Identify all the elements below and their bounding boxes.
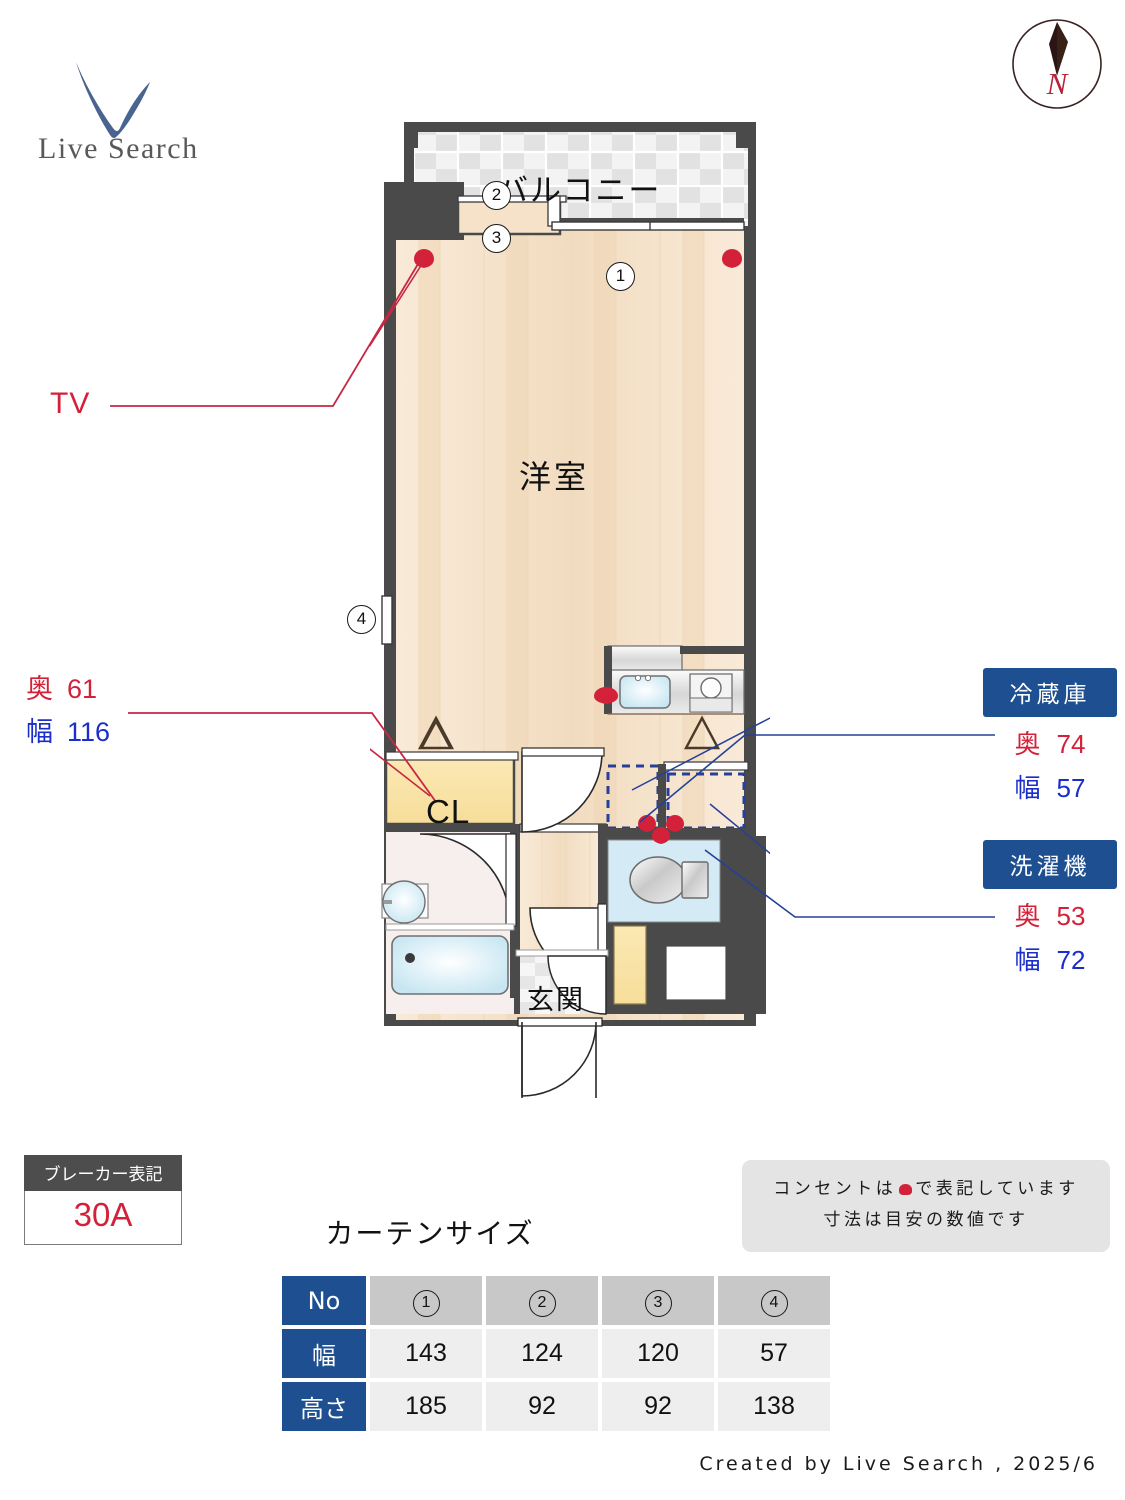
compass-north-label: N [1046, 66, 1068, 101]
tv-outlet-callout: TV [50, 387, 91, 420]
washing-machine-depth-value: 53 [1056, 901, 1086, 931]
window-marker-3: 3 [482, 224, 511, 253]
breaker-title: ブレーカー表記 [24, 1155, 182, 1191]
washing-machine-depth-row: 奥 53 [983, 896, 1117, 933]
curtain-height-1: 185 [370, 1382, 482, 1431]
curtain-height-3: 92 [602, 1382, 714, 1431]
closet-depth-label: 奥 [26, 674, 53, 705]
curtain-col-4: 4 [718, 1276, 830, 1325]
curtain-size-table: No 1 2 3 4 幅 143 124 120 57 高さ 185 92 92… [278, 1272, 834, 1435]
footer-credit: Created by Live Search , 2025/6 [699, 1453, 1098, 1475]
closet-label: CL [426, 793, 471, 830]
table-row-height: 高さ 185 92 92 138 [282, 1382, 830, 1431]
window-marker-1: 1 [606, 262, 635, 291]
curtain-number-1: 1 [412, 1289, 440, 1317]
compass-rose: N [1007, 14, 1107, 114]
washing-machine-depth-label: 奥 [1014, 902, 1041, 932]
closet-dimensions-callout: 奥 61 幅 116 [26, 668, 110, 754]
logo-wordmark: Live Search [38, 132, 199, 165]
window-marker-4: 4 [347, 605, 376, 634]
table-row-no: No 1 2 3 4 [282, 1276, 830, 1325]
curtain-height-2: 92 [486, 1382, 598, 1431]
curtain-number-4: 4 [760, 1289, 788, 1317]
refrigerator-depth-value: 74 [1056, 729, 1086, 759]
washing-machine-width-label: 幅 [1014, 946, 1041, 976]
refrigerator-callout: 冷蔵庫 奥 74 幅 57 [983, 668, 1117, 805]
entrance-label: 玄関 [527, 985, 585, 1016]
closet-width-label: 幅 [26, 717, 53, 748]
curtain-number-3: 3 [644, 1289, 672, 1317]
row-header-width: 幅 [282, 1329, 366, 1378]
closet-width-value: 116 [67, 717, 111, 747]
curtain-number-2: 2 [528, 1289, 556, 1317]
refrigerator-width-value: 57 [1056, 773, 1086, 803]
closet-width-row: 幅 116 [26, 711, 110, 754]
note-line-outlets: コンセントはで表記しています [742, 1174, 1110, 1205]
breaker-info-box: ブレーカー表記 30A [24, 1155, 182, 1245]
refrigerator-width-label: 幅 [1014, 774, 1041, 804]
main-room-label: 洋室 [519, 458, 590, 496]
washing-machine-width-value: 72 [1056, 945, 1086, 975]
note-outlet-suffix: で表記しています [915, 1179, 1079, 1199]
curtain-width-3: 120 [602, 1329, 714, 1378]
compass-needle-icon [1012, 19, 1102, 109]
breaker-body: 30A [24, 1191, 182, 1245]
balcony-label: バルコニー [497, 173, 662, 209]
breaker-amperage-value: 30A [73, 1196, 133, 1233]
floor-plan-drawing [329, 118, 801, 1103]
brand-logo: Live Search [30, 40, 250, 170]
curtain-col-2: 2 [486, 1276, 598, 1325]
refrigerator-width-row: 幅 57 [983, 768, 1117, 805]
outlet-symbol-icon [899, 1184, 913, 1195]
curtain-width-4: 57 [718, 1329, 830, 1378]
washing-machine-title: 洗濯機 [983, 840, 1117, 889]
row-header-height: 高さ [282, 1382, 366, 1431]
curtain-size-title: カーテンサイズ [325, 1217, 535, 1250]
note-outlet-prefix: コンセントは [773, 1179, 897, 1199]
legend-notes-box: コンセントはで表記しています 寸法は目安の数値です [742, 1160, 1110, 1252]
curtain-width-2: 124 [486, 1329, 598, 1378]
refrigerator-title: 冷蔵庫 [983, 668, 1117, 717]
refrigerator-depth-label: 奥 [1014, 730, 1041, 760]
curtain-col-1: 1 [370, 1276, 482, 1325]
curtain-col-3: 3 [602, 1276, 714, 1325]
curtain-height-4: 138 [718, 1382, 830, 1431]
closet-depth-value: 61 [67, 674, 98, 704]
curtain-width-1: 143 [370, 1329, 482, 1378]
closet-depth-row: 奥 61 [26, 668, 110, 711]
row-header-no: No [282, 1276, 366, 1325]
note-line-dimensions: 寸法は目安の数値です [823, 1210, 1029, 1230]
refrigerator-depth-row: 奥 74 [983, 724, 1117, 761]
washing-machine-width-row: 幅 72 [983, 940, 1117, 977]
washing-machine-callout: 洗濯機 奥 53 幅 72 [983, 840, 1117, 977]
window-marker-2: 2 [482, 181, 511, 210]
table-row-width: 幅 143 124 120 57 [282, 1329, 830, 1378]
